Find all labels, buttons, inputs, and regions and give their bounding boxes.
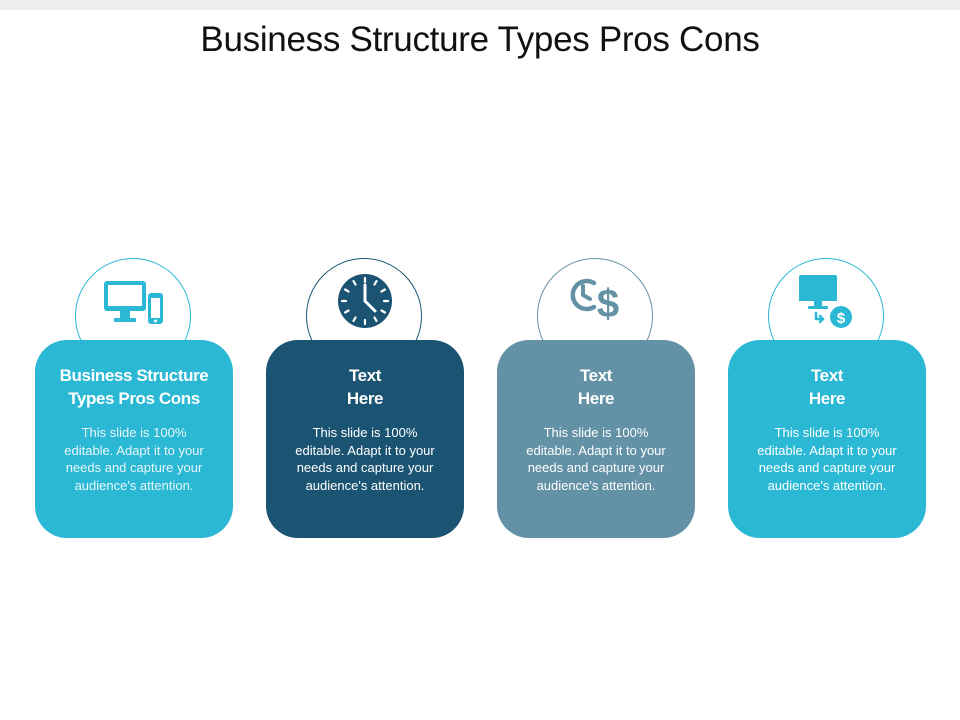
card-title: Text Here xyxy=(503,364,689,410)
slide-title: Business Structure Types Pros Cons xyxy=(200,20,760,59)
card-group-1: Business Structure Types Pros Cons This … xyxy=(35,258,233,540)
card-title: Text Here xyxy=(272,364,458,410)
card-group-2: Text Here This slide is 100% editable. A… xyxy=(266,258,464,540)
card-1: Business Structure Types Pros Cons This … xyxy=(35,340,233,538)
card-title-line: Business Structure xyxy=(59,366,209,385)
card-body: This slide is 100% editable. Adapt it to… xyxy=(295,425,435,493)
card-group-3: $ Text Here This slide is 100% editable.… xyxy=(497,258,695,540)
top-strip xyxy=(0,0,960,10)
devices-icon xyxy=(104,281,164,326)
card-title-line: Here xyxy=(346,389,384,408)
card-title-line: Text xyxy=(579,366,613,385)
svg-text:$: $ xyxy=(837,310,846,327)
svg-text:$: $ xyxy=(597,282,619,326)
card-title-line: Types Pros Cons xyxy=(68,389,200,408)
card-body: This slide is 100% editable. Adapt it to… xyxy=(757,425,897,493)
card-title-line: Here xyxy=(577,389,615,408)
card-title-line: Text xyxy=(348,366,382,385)
card-body: This slide is 100% editable. Adapt it to… xyxy=(526,425,666,493)
computer-payment-icon: $ xyxy=(799,275,852,328)
card-title: Text Here xyxy=(734,364,920,410)
clock-icon xyxy=(338,274,392,328)
card-group-4: $ Text Here This slide is 100% editable.… xyxy=(728,258,926,540)
time-money-icon: $ xyxy=(570,278,619,326)
card-title-line: Text xyxy=(810,366,844,385)
card-body: This slide is 100% editable. Adapt it to… xyxy=(64,425,204,493)
card-3: Text Here This slide is 100% editable. A… xyxy=(497,340,695,538)
card-2: Text Here This slide is 100% editable. A… xyxy=(266,340,464,538)
card-title: Business Structure Types Pros Cons xyxy=(41,364,227,410)
card-title-line: Here xyxy=(808,389,846,408)
card-4: Text Here This slide is 100% editable. A… xyxy=(728,340,926,538)
